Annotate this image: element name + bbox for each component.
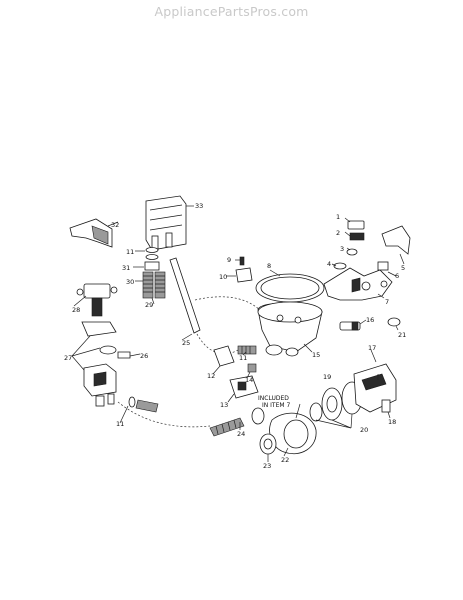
label-4: 4: [327, 260, 331, 268]
part-21-clamp: [387, 317, 401, 327]
part-8-gasket-ring: [255, 273, 325, 303]
note-line-2: IN ITEM 7: [262, 402, 290, 409]
part-19-impeller: [321, 387, 343, 421]
callout-labels: 1 2 3 4 5 6 7 8 9 10 11 11 11 12 13 14 1…: [64, 202, 406, 470]
part-23-seal: [259, 433, 277, 455]
label-11-mid: 11: [239, 354, 247, 362]
part-32-cover: [69, 218, 113, 248]
label-9: 9: [227, 256, 231, 264]
part-2-filter: [349, 232, 365, 241]
part-11-hose-lower: [128, 396, 159, 413]
label-3: 3: [340, 245, 344, 253]
label-19: 19: [323, 373, 331, 381]
label-15: 15: [312, 351, 320, 359]
part-33-bracket: [145, 195, 187, 251]
part-15-sump-housing: [257, 301, 323, 357]
part-7-valve-assembly: [323, 262, 393, 301]
part-5-bracket: [381, 225, 411, 255]
label-32: 32: [111, 221, 119, 229]
label-14: 14: [245, 376, 253, 384]
spring-assembly-left: [142, 247, 166, 299]
label-7: 7: [385, 298, 389, 306]
part-25-hose: [169, 257, 201, 334]
part-22-pump-housing: [269, 412, 317, 455]
label-31: 31: [122, 264, 130, 272]
label-29: 29: [145, 301, 153, 309]
note-line-1: INCLUDED: [258, 395, 289, 402]
site-watermark: AppliancePartsPros.com: [154, 4, 309, 19]
label-5: 5: [401, 264, 405, 272]
label-20: 20: [360, 426, 368, 434]
part-10-clip: [235, 267, 253, 283]
part-9-screw: [239, 256, 245, 266]
part-17-motor: [353, 363, 397, 413]
leader-lines: [71, 205, 405, 462]
label-1: 1: [336, 213, 340, 221]
part-24-hose: [209, 407, 265, 437]
label-2: 2: [336, 229, 340, 237]
label-17: 17: [368, 344, 376, 352]
label-16: 16: [366, 316, 374, 324]
label-18: 18: [388, 418, 396, 426]
label-11-bottom: 11: [116, 420, 124, 428]
label-27: 27: [64, 354, 72, 362]
part-14-clip: [247, 363, 257, 373]
label-28: 28: [72, 306, 80, 314]
spring-coupling: [237, 345, 257, 355]
part-28-motor: [76, 283, 118, 317]
part-16-heater-connector: [339, 321, 361, 331]
part-1-cover: [347, 220, 365, 230]
part-3-seal: [346, 248, 358, 256]
label-12: 12: [207, 372, 215, 380]
label-10: 10: [219, 273, 227, 281]
label-21: 21: [398, 331, 406, 339]
wire-lead: [194, 296, 263, 313]
label-6: 6: [395, 272, 399, 280]
part-26-connector: [117, 351, 131, 359]
part-6-connector: [377, 261, 389, 271]
label-23: 23: [263, 462, 271, 470]
wire-harness: [117, 401, 211, 428]
label-22: 22: [281, 456, 289, 464]
label-24: 24: [237, 430, 245, 438]
label-30: 30: [126, 278, 134, 286]
label-8: 8: [267, 262, 271, 270]
part-12-bracket: [213, 345, 235, 367]
label-11-top: 11: [126, 248, 134, 256]
label-26: 26: [140, 352, 148, 360]
label-33: 33: [195, 202, 203, 210]
part-13-pressure-switch: [229, 375, 259, 399]
label-25: 25: [182, 339, 190, 347]
part-27-assembly: [81, 321, 117, 407]
label-13: 13: [220, 401, 228, 409]
